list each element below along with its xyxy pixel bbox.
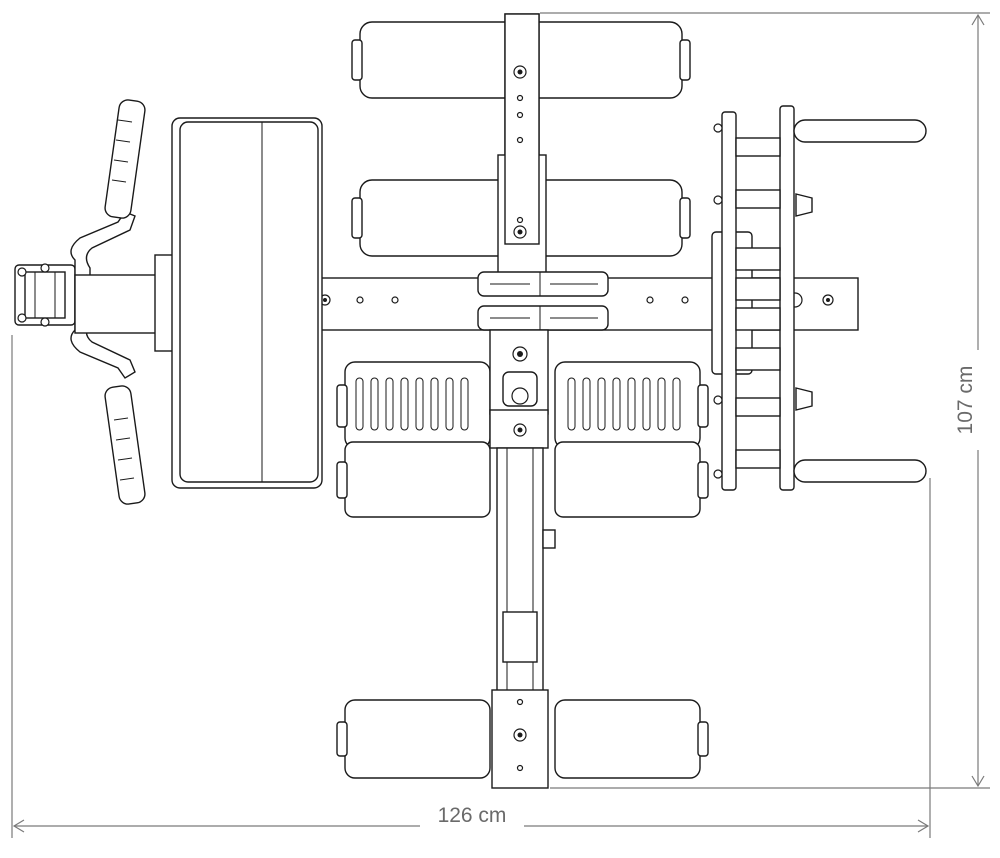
height-label: 107 cm [954,366,977,435]
width-dimension [11,335,931,840]
seat-pad [171,117,323,489]
width-label-bg [420,812,524,840]
leg-pad-ribs-right [567,377,681,431]
width-label: 126 cm [438,804,507,827]
upper-roller-assembly [351,13,691,280]
leg-pad-ribs-left [355,377,469,431]
handlebar-assembly [14,99,146,505]
weight-horn-assembly [711,105,927,491]
height-label-bg [962,350,994,450]
lower-post-assembly [336,329,709,789]
height-dimension [540,12,994,789]
leg-pads [336,361,709,518]
grip-bars [477,271,609,331]
